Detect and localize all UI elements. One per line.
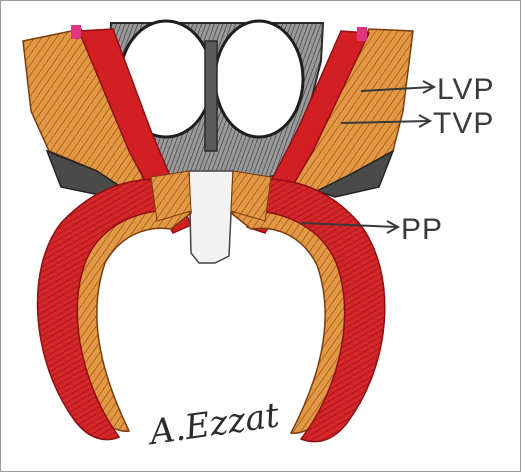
soft-palate-midline — [189, 171, 233, 263]
right-choana — [215, 21, 303, 137]
right-pink-accent — [357, 27, 367, 41]
label-pp: PP — [401, 213, 443, 246]
left-pink-accent — [71, 25, 81, 39]
label-lvp: LVP — [437, 73, 494, 106]
label-tvp: TVP — [433, 107, 494, 140]
artist-signature: A.Ezzat — [144, 395, 282, 453]
vomer-septum — [205, 41, 217, 151]
